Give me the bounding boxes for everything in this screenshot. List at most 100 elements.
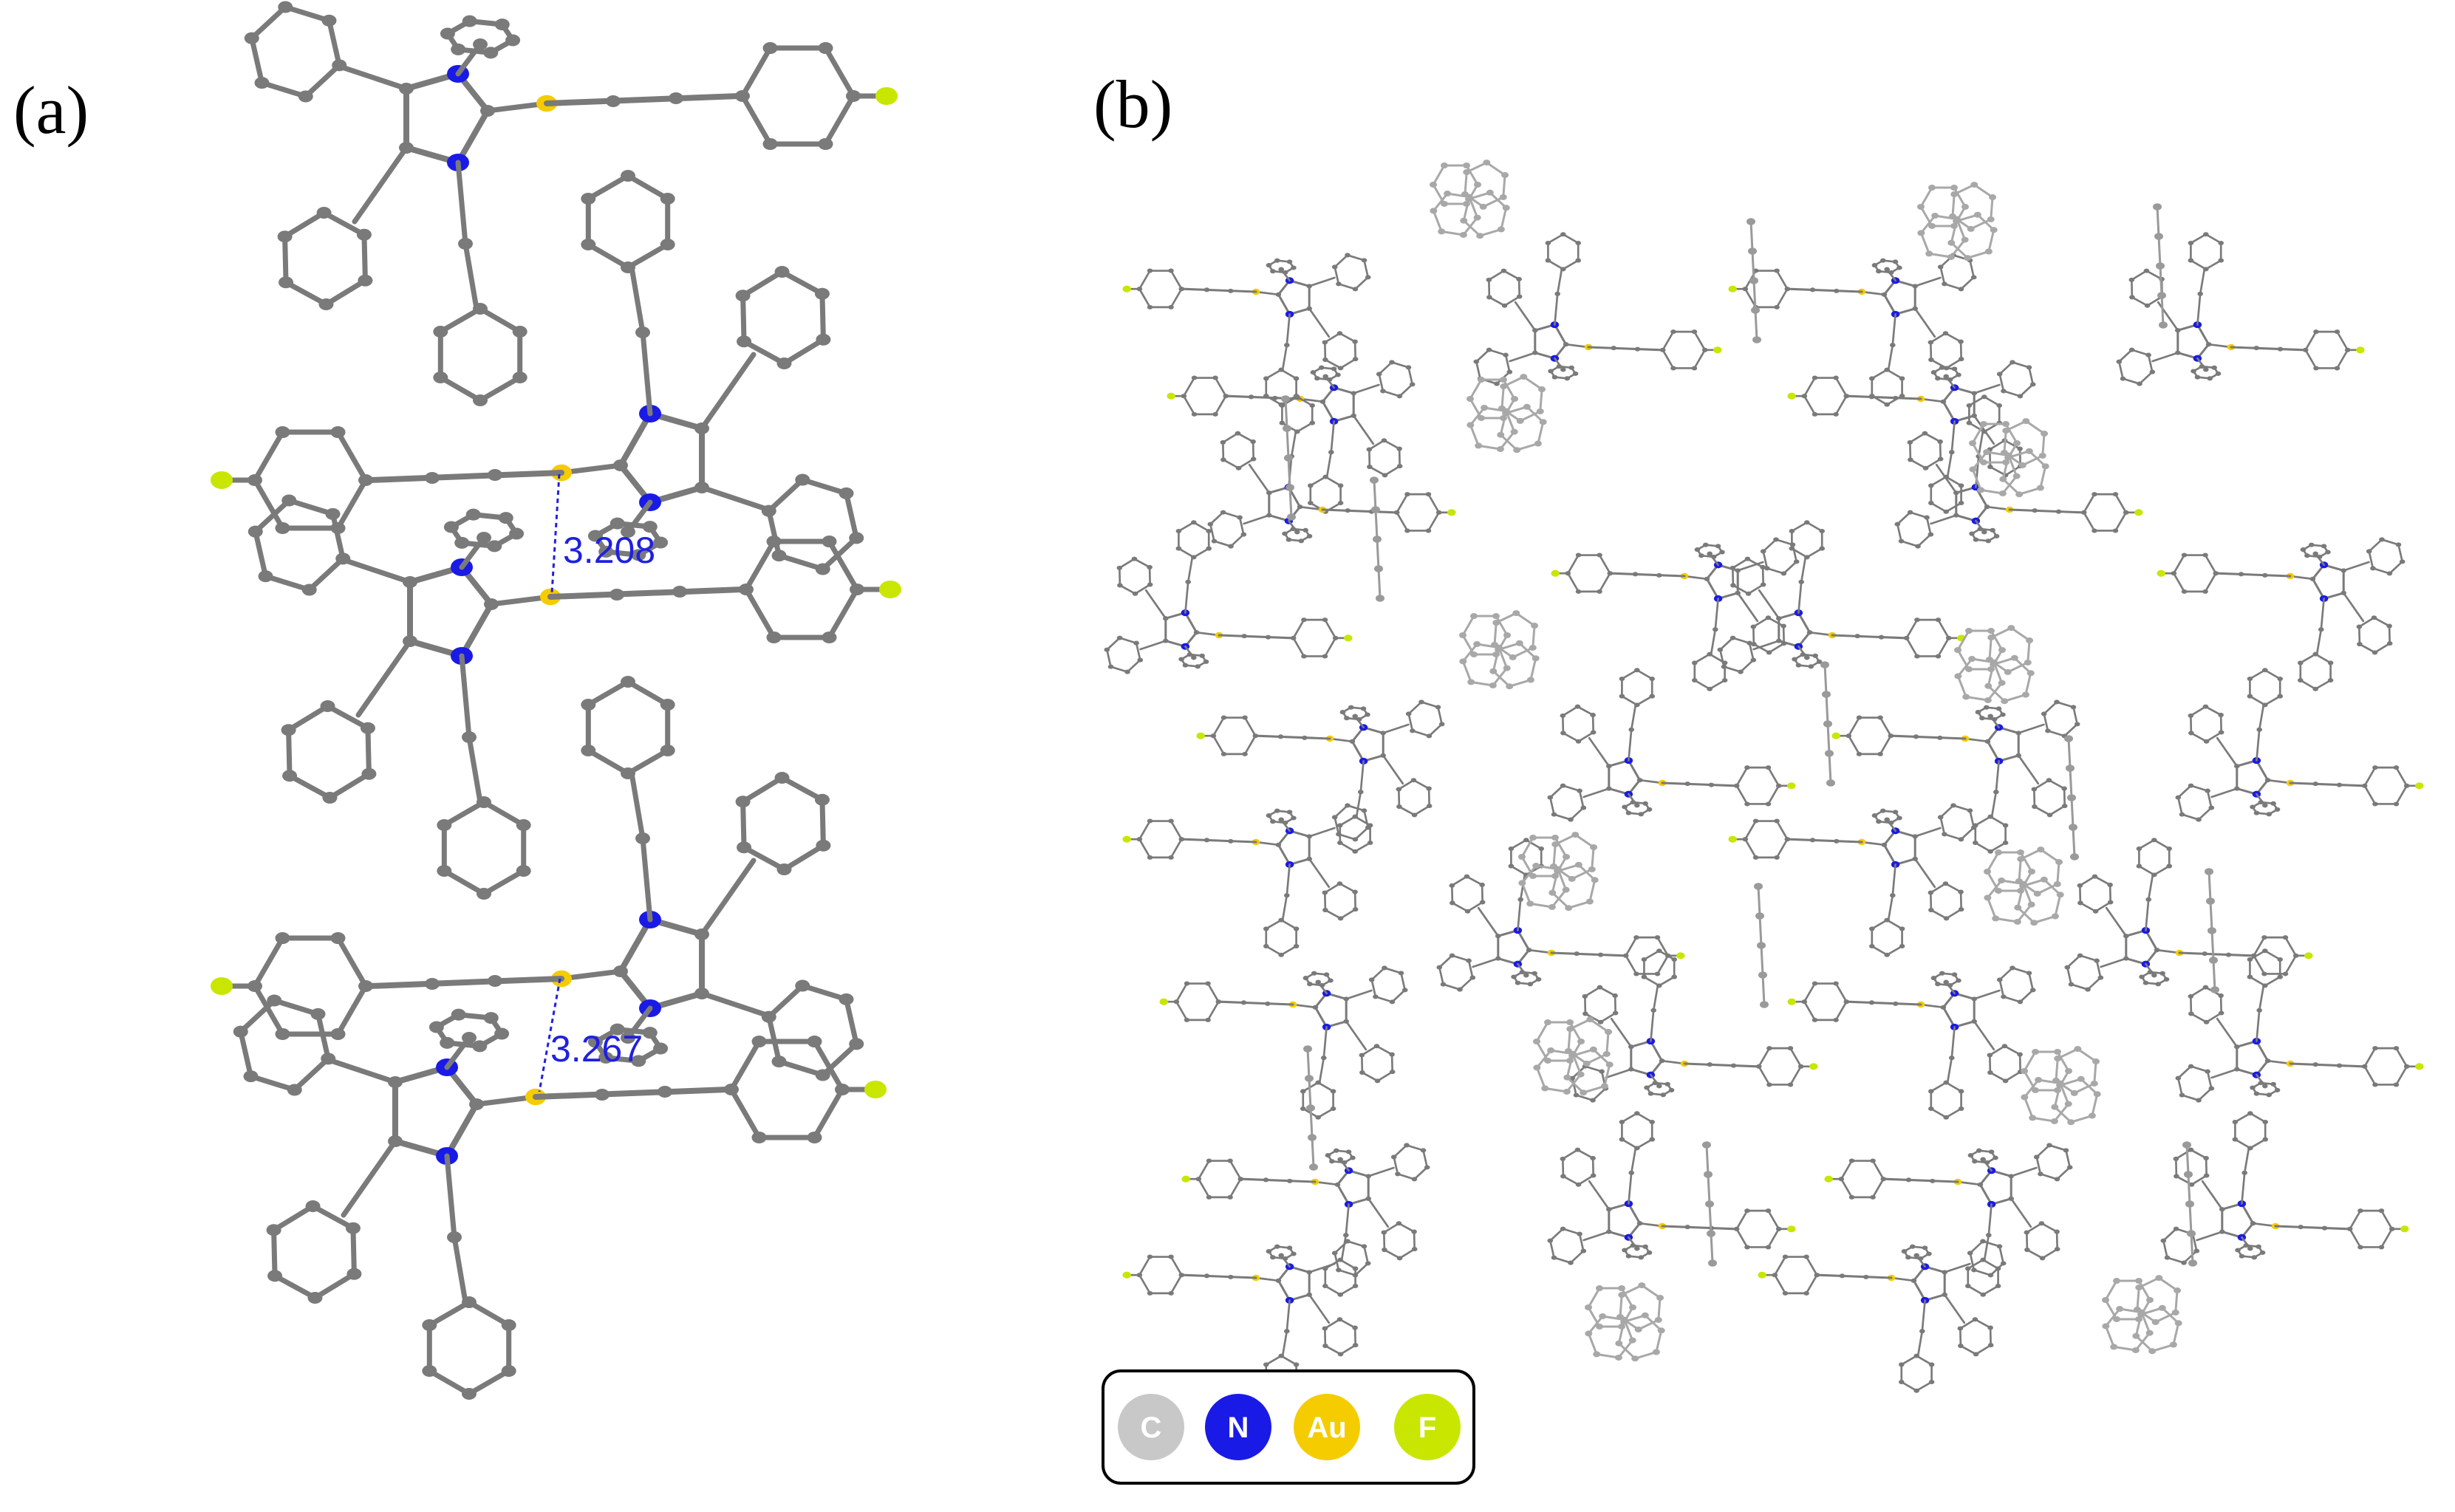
carbon-atom: [1654, 1316, 1662, 1323]
carbon-atom: [1168, 304, 1174, 309]
carbon-atom: [1641, 957, 1648, 962]
carbon-atom: [1942, 281, 1947, 287]
carbon-atom: [1486, 189, 1494, 196]
carbon-atom: [1345, 1149, 1352, 1154]
phenyl-ring: [2299, 653, 2332, 691]
bond: [2342, 561, 2370, 572]
methylene-carbon: [1707, 551, 1713, 556]
carbon-atom: [751, 1036, 767, 1048]
carbon-atom: [1560, 713, 1566, 718]
carbon-atom: [762, 137, 778, 150]
carbon-atom: [1116, 635, 1123, 640]
carbon-atom: [1958, 889, 1964, 894]
carbon-atom: [1293, 926, 1300, 931]
bond: [544, 93, 742, 106]
bond: [2010, 1166, 2038, 1177]
carbon-atom: [1577, 1231, 1582, 1236]
carbon-atom: [1958, 907, 1964, 912]
carbon-atom: [2153, 203, 2162, 211]
carbon-atom: [1235, 465, 1242, 471]
carbon-atom: [2136, 846, 2142, 852]
carbon-atom: [1199, 653, 1205, 658]
carbon-atom: [1478, 377, 1485, 383]
carbon-atom: [2277, 676, 2284, 682]
methylene-carbon: [621, 526, 635, 538]
carbon-atom: [316, 207, 332, 219]
carbon-atom: [1548, 903, 1556, 910]
carbon-atom: [1774, 855, 1780, 860]
phenyl-ring: [2363, 1047, 2408, 1086]
carbon-atom: [1302, 976, 1309, 981]
fluorine-atom: [2415, 1063, 2424, 1070]
bond: [1509, 352, 1537, 363]
carbon-atom: [1987, 634, 1995, 641]
carbon-atom: [1987, 1070, 1993, 1075]
bond: [1139, 640, 1167, 651]
distance-label-1: 3.208: [563, 530, 655, 571]
fluorine-atom: [1824, 1175, 1833, 1183]
carbon-atom: [1816, 659, 1823, 664]
carbon-atom: [839, 993, 854, 1005]
carbon-atom: [2055, 859, 2063, 866]
carbon-atom: [1538, 846, 1545, 852]
carbon-atom: [1744, 1245, 1750, 1250]
bond: [1514, 301, 1537, 332]
carbon-atom: [1877, 751, 1883, 756]
carbon-atom: [1227, 1194, 1233, 1200]
carbon-atom: [2148, 1348, 2157, 1355]
legend-label-c: C: [1141, 1412, 1162, 1444]
carbon-atom: [1298, 538, 1305, 544]
bond: [1290, 431, 1297, 458]
carbon-atom: [2171, 1309, 2179, 1316]
carbon-atom: [2064, 965, 2071, 970]
carbon-atom: [1266, 1249, 1272, 1254]
bond: [1367, 1197, 1390, 1228]
carbon-atom: [2187, 1230, 2196, 1237]
carbon-atom: [1285, 537, 1292, 542]
carbon-atom: [1496, 445, 1504, 452]
carbon-atom: [1951, 366, 1958, 372]
carbon-atom: [1511, 396, 1518, 402]
carbon-atom: [1337, 483, 1344, 488]
carbon-atom: [1460, 217, 1468, 224]
phenyl-ring: [1138, 270, 1183, 309]
carbon-atom: [2157, 292, 2166, 299]
carbon-atom: [2205, 788, 2210, 793]
alkyne-carbon: [1937, 735, 1943, 740]
carbon-atom: [1322, 1344, 1328, 1349]
carbon-atom: [1566, 1019, 1574, 1026]
carbon-atom: [1205, 1017, 1211, 1022]
fluorine-atom: [1787, 782, 1796, 790]
carbon-atom: [2094, 958, 2100, 963]
carbon-atom: [487, 540, 502, 553]
carbon-atom: [2159, 321, 2168, 329]
carbon-atom: [454, 536, 470, 549]
carbon-atom: [1984, 869, 1991, 875]
carbon-atom: [1618, 1292, 1626, 1299]
carbon-atom: [2046, 1143, 2052, 1148]
carbon-atom: [1657, 1327, 1665, 1334]
carbon-atom: [1411, 813, 1418, 818]
carbon-atom: [1991, 716, 1998, 722]
carbon-atom: [1459, 632, 1466, 638]
carbon-atom: [1995, 887, 2002, 894]
carbon-atom: [1571, 832, 1580, 838]
carbon-atom: [2022, 418, 2030, 425]
carbon-atom: [1928, 222, 1936, 229]
carbon-atom: [1266, 813, 1272, 818]
carbon-atom: [2166, 846, 2173, 852]
carbon-atom: [1833, 981, 1839, 986]
carbon-atom: [1760, 582, 1766, 587]
carbon-atom: [1227, 1158, 1233, 1163]
phenyl-ring: [1368, 439, 1401, 476]
phenyl-ring: [1561, 705, 1595, 743]
bond: [1831, 634, 1907, 640]
carbon-atom: [1942, 881, 1949, 886]
carbon-atom: [1220, 715, 1227, 720]
carbon-atom: [1780, 623, 1786, 629]
carbon-atom: [1649, 1137, 1656, 1142]
carbon-atom: [2274, 807, 2281, 812]
bond: [1322, 1026, 1328, 1059]
carbon-atom: [1438, 722, 1445, 727]
carbon-atom: [254, 77, 270, 89]
